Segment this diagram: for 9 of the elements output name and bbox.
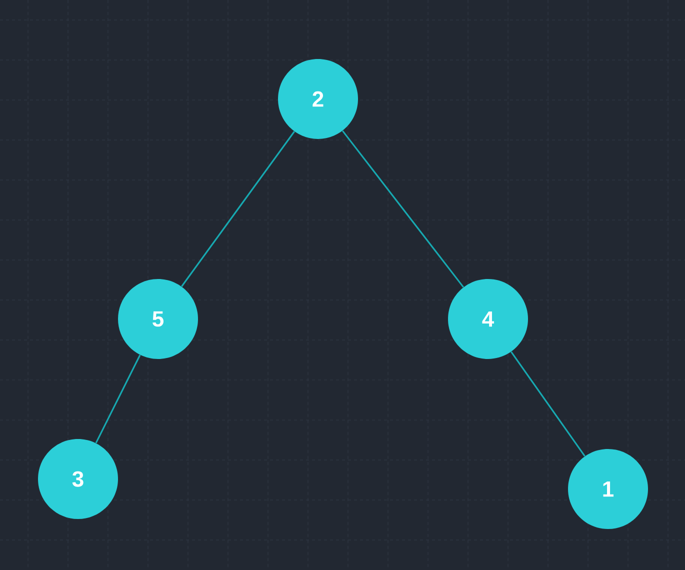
tree-node: 1 <box>568 449 648 529</box>
tree-node: 5 <box>118 279 198 359</box>
tree-node: 4 <box>448 279 528 359</box>
tree-edge <box>510 351 586 457</box>
tree-node: 2 <box>278 59 358 139</box>
tree-edge <box>342 130 464 288</box>
tree-edge <box>181 131 295 287</box>
tree-edge <box>95 354 141 444</box>
tree-node: 3 <box>38 439 118 519</box>
